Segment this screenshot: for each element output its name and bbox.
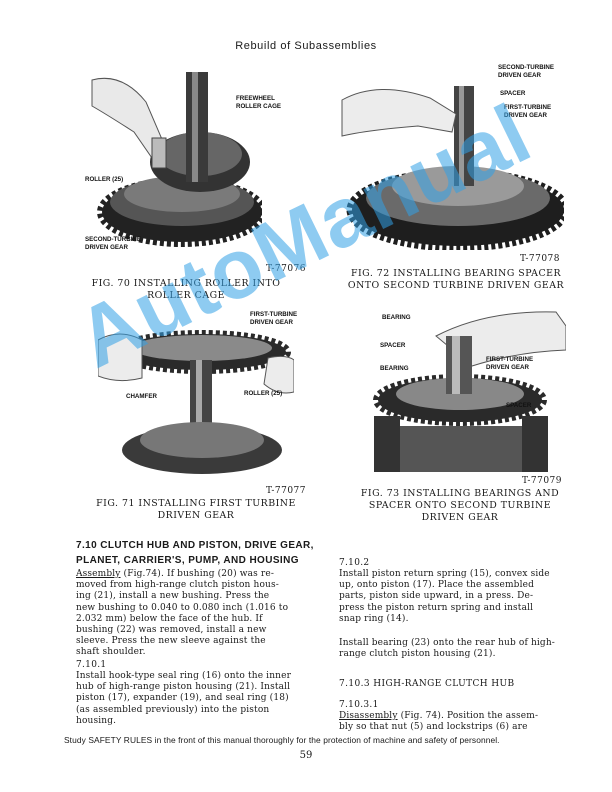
- callout-spacer-72: SPACER: [500, 90, 526, 97]
- callout-roller-71: ROLLER (25): [244, 390, 283, 397]
- callout-bearing-mid: BEARING: [380, 365, 409, 372]
- figure-71-photo: [98, 300, 294, 480]
- subsection-7-10-2-text: Install piston return spring (15), conve…: [339, 569, 550, 624]
- callout-spacer-right: SPACER: [506, 402, 532, 409]
- safety-footer: Study SAFETY RULES in the front of this …: [64, 735, 500, 745]
- subsection-7-10-3-1: 7.10.3.1: [339, 700, 379, 710]
- subsection-7-10-1-text: Install hook-type seal ring (16) onto th…: [76, 671, 292, 726]
- assembly-label: Assembly: [76, 569, 121, 579]
- disassembly-paragraph: Disassembly (Fig. 74). Position the asse…: [339, 711, 539, 733]
- running-header: Rebuild of Subassemblies: [235, 40, 377, 52]
- figure-73-photo: [356, 296, 566, 472]
- figure-72-photo: [338, 70, 564, 250]
- section-heading: 7.10 CLUTCH HUB AND PISTON, DRIVE GEAR, …: [76, 540, 314, 566]
- callout-bearing-top: BEARING: [382, 314, 411, 321]
- assembly-paragraph: Assembly (Fig.74). If bushing (20) was r…: [76, 569, 289, 658]
- figure-71-number: T-77077: [266, 486, 307, 496]
- figure-72-number: T-77078: [520, 254, 561, 264]
- disassembly-label: Disassembly: [339, 711, 398, 721]
- subsection-7-10-2: 7.10.2: [339, 558, 370, 568]
- figure-70-number: T-77076: [266, 264, 307, 274]
- subsection-7-10-3-heading: 7.10.3 HIGH-RANGE CLUTCH HUB: [339, 679, 515, 689]
- callout-roller: ROLLER (25): [85, 176, 124, 183]
- figure-73-number: T-77079: [522, 476, 563, 486]
- figure-70-photo: [82, 62, 262, 258]
- callout-spacer-top: SPACER: [380, 342, 406, 349]
- subsection-7-10-1: 7.10.1: [76, 660, 107, 670]
- bearing-paragraph: Install bearing (23) onto the rear hub o…: [339, 638, 555, 660]
- page-number: 59: [299, 750, 313, 761]
- callout-chamfer: CHAMFER: [126, 393, 157, 400]
